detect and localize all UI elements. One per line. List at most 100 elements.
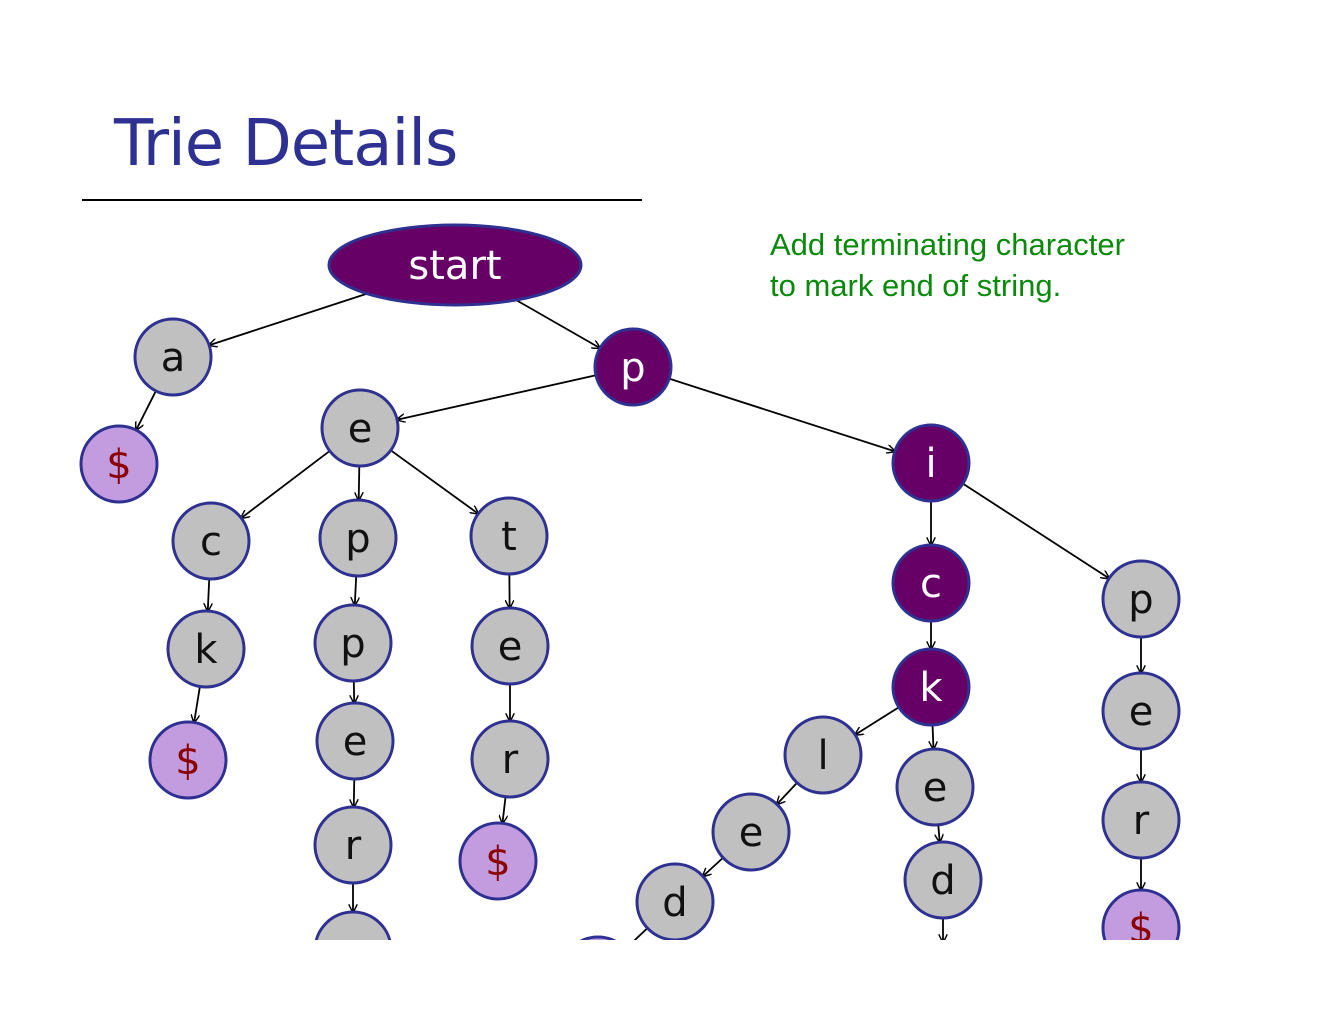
trie-node-label: p — [340, 621, 365, 667]
trie-node-pepp: p — [313, 603, 393, 683]
edge-pec-to-peck — [208, 578, 209, 611]
trie-node-shape — [327, 223, 583, 307]
trie-node-shape — [470, 719, 550, 799]
trie-node-pi: i — [891, 423, 971, 503]
trie-node-label: $ — [106, 442, 131, 488]
trie-node-label: e — [923, 765, 948, 811]
trie-node-label: e — [1129, 689, 1154, 735]
edge-a-to-a-end — [136, 390, 157, 430]
title-underline — [82, 199, 642, 201]
trie-node-shape — [891, 423, 971, 503]
edge-pe-to-pep — [359, 465, 360, 500]
trie-node-p: p — [593, 327, 673, 407]
trie-node-label: p — [620, 345, 645, 391]
trie-node-label: t — [501, 514, 517, 560]
trie-node-shape — [318, 498, 398, 578]
trie-node-shape — [711, 792, 791, 872]
trie-node-shape — [133, 317, 213, 397]
trie-node-label: r — [345, 823, 362, 869]
edge-pickl-to-pickle — [777, 782, 798, 804]
trie-node-shape — [903, 840, 983, 920]
trie-node-start: start — [327, 223, 583, 307]
edge-pep-to-pepp — [355, 575, 356, 605]
trie-node-pipe: e — [1101, 671, 1181, 751]
trie-node-shape — [320, 388, 400, 468]
trie-node-label: p — [345, 516, 370, 562]
trie-node-pickled: d — [635, 862, 715, 942]
trie-node-pepper: r — [313, 805, 393, 885]
trie-node-label: l — [817, 733, 828, 779]
trie-node-pickle: e — [711, 792, 791, 872]
trie-node-label: c — [920, 561, 942, 607]
trie-node-shape — [313, 805, 393, 885]
trie-node-label: a — [161, 335, 186, 381]
trie-edges — [136, 292, 1141, 949]
edge-peter-to-peter-end — [502, 796, 505, 824]
trie-node-pick: k — [891, 647, 971, 727]
trie-node-piper: r — [1101, 780, 1181, 860]
trie-node-shape — [148, 720, 228, 800]
trie-node-pic: c — [891, 543, 971, 623]
edge-start-to-a — [209, 292, 368, 346]
trie-node-label: c — [200, 519, 222, 565]
trie-node-label: p — [1128, 577, 1153, 623]
trie-node-label: r — [502, 737, 519, 783]
edge-p-to-pe — [397, 374, 597, 419]
trie-node-shape — [166, 609, 246, 689]
trie-node-label: $ — [485, 839, 510, 885]
trie-node-shape — [783, 715, 863, 795]
edge-p-to-pi — [668, 377, 895, 452]
trie-node-pete: e — [470, 606, 550, 686]
trie-node-pep: p — [318, 498, 398, 578]
trie-node-label: r — [1133, 798, 1150, 844]
trie-node-pip: p — [1101, 559, 1181, 639]
trie-node-pec: c — [171, 501, 251, 581]
trie-node-peter-end: $ — [458, 821, 538, 901]
trie-node-shape — [891, 543, 971, 623]
trie-node-shape — [458, 821, 538, 901]
edge-pick-to-pickl — [855, 706, 900, 735]
trie-node-picke: e — [895, 747, 975, 827]
trie-node-shape — [79, 424, 159, 504]
trie-node-label: e — [343, 719, 368, 765]
edge-pick-to-picke — [933, 724, 934, 749]
slide-crop-edge — [0, 940, 1320, 1020]
edge-peppe-to-pepper — [354, 778, 355, 807]
trie-node-label: k — [194, 627, 218, 673]
trie-node-shape — [313, 603, 393, 683]
trie-node-shape — [1101, 671, 1181, 751]
trie-node-label: e — [348, 406, 373, 452]
trie-node-label: e — [739, 810, 764, 856]
trie-node-shape — [891, 647, 971, 727]
trie-node-a: a — [133, 317, 213, 397]
trie-node-pet: t — [469, 496, 549, 576]
note-line-2: to mark end of string. — [770, 268, 1062, 303]
trie-node-pickl: l — [783, 715, 863, 795]
trie-node-label: start — [408, 243, 501, 289]
trie-node-peck: k — [166, 609, 246, 689]
trie-node-peter: r — [470, 719, 550, 799]
edge-start-to-p — [515, 299, 600, 348]
edge-picke-to-picked — [938, 824, 939, 842]
slide-title: Trie Details — [114, 107, 458, 181]
edge-pi-to-pip — [962, 482, 1109, 579]
trie-node-label: d — [662, 880, 687, 926]
trie-node-a-end: $ — [79, 424, 159, 504]
trie-node-pe: e — [320, 388, 400, 468]
trie-node-shape — [1101, 559, 1181, 639]
trie-node-picked: d — [903, 840, 983, 920]
trie-node-shape — [315, 701, 395, 781]
trie-node-shape — [171, 501, 251, 581]
trie-node-shape — [1101, 780, 1181, 860]
edge-pe-to-pet — [390, 449, 478, 513]
trie-node-peck-end: $ — [148, 720, 228, 800]
trie-node-label: i — [925, 441, 936, 487]
trie-node-label: k — [919, 665, 943, 711]
terminating-character-note: Add terminating character to mark end of… — [770, 224, 1190, 306]
trie-node-label: $ — [175, 738, 200, 784]
trie-node-peppe: e — [315, 701, 395, 781]
trie-node-shape — [895, 747, 975, 827]
trie-node-shape — [470, 606, 550, 686]
